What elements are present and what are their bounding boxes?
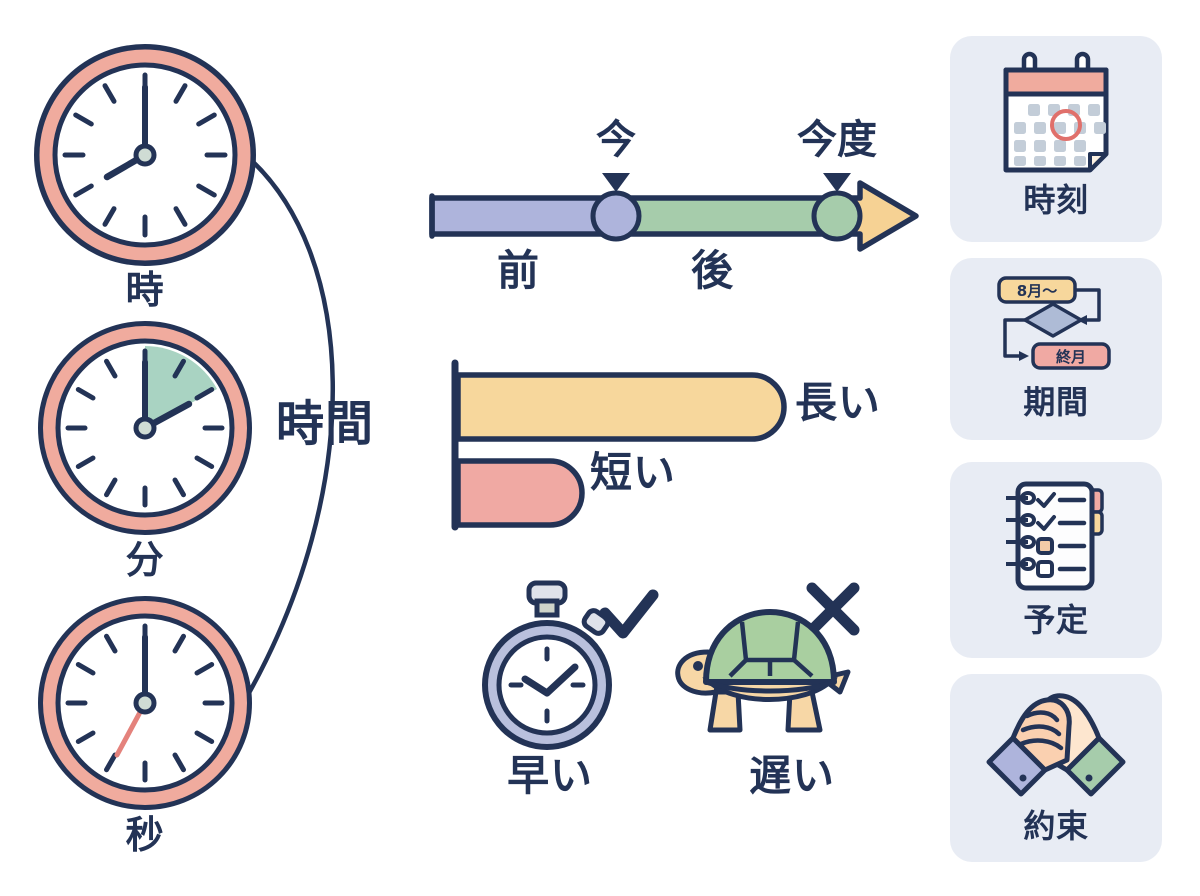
- jikan-section-label: 時間: [276, 396, 374, 452]
- turtle-shell-pattern: [728, 621, 814, 678]
- timeline-marker-next[interactable]: [811, 190, 863, 242]
- card-yakusoku[interactable]: 約束: [950, 674, 1162, 862]
- brace-curve: [239, 149, 335, 703]
- timeline-outline: [429, 180, 919, 252]
- clock-second-label: 秒: [126, 813, 165, 857]
- clock-hour-label: 時: [126, 268, 165, 312]
- bar-short: [455, 458, 585, 528]
- stopwatch-face: [496, 634, 598, 736]
- flowchart-arrow-into-end-icon: [1019, 351, 1029, 361]
- clock-center-pin: [133, 143, 157, 167]
- timeline-pointer-now-icon: [602, 173, 630, 192]
- timeline-label-before: 前: [497, 246, 539, 295]
- timeline-pointer-next-icon: [823, 173, 851, 192]
- timeline-label-next: 今度: [797, 117, 877, 163]
- clock-second: [38, 596, 252, 810]
- notebook-spiral-rings: [1006, 491, 1036, 571]
- checkbox-empty: [1036, 560, 1054, 578]
- bars-group: [451, 359, 787, 531]
- cross-mark-icon: [806, 582, 860, 636]
- elapsed-wedge: [145, 346, 217, 428]
- handshake-icon: [986, 693, 1126, 797]
- card-jikoku[interactable]: 時刻: [950, 36, 1162, 242]
- calendar-fold: [1088, 152, 1108, 172]
- check-mark-icon: [599, 589, 659, 639]
- calendar-icon: [1003, 51, 1109, 173]
- flowchart-icon: 8月〜 終月: [997, 276, 1111, 370]
- turtle-shell-rim: [705, 679, 835, 694]
- check-icon-1: [1036, 492, 1056, 508]
- timeline-segment-after: [622, 198, 830, 234]
- flowchart-connector-left: [1003, 318, 1025, 358]
- clock-hour: [34, 44, 256, 266]
- clocks-and-brace-group: 時: [34, 44, 335, 857]
- timeline-arrowhead: [860, 183, 916, 249]
- flowchart-end-box: [1031, 342, 1111, 370]
- flowchart-start-text: 8月〜: [1017, 282, 1057, 300]
- card-jikoku-label: 時刻: [1023, 181, 1089, 219]
- timeline-label-now: 今: [596, 117, 636, 163]
- timeline-group: 今 今度 前 後: [429, 117, 919, 295]
- timeline-marker-now[interactable]: [590, 190, 642, 242]
- timeline-segment-before: [432, 198, 622, 234]
- bar-long-label: 長い: [795, 378, 881, 427]
- card-kikan-label: 期間: [1023, 383, 1089, 421]
- handshake-right-cuff-button: [1085, 774, 1093, 782]
- card-kikan[interactable]: 8月〜 終月 期間: [950, 258, 1162, 440]
- handshake-left-cuff-button: [1019, 774, 1027, 782]
- bar-short-label: 短い: [590, 448, 676, 497]
- stopwatch-stem: [534, 598, 560, 618]
- calendar-header: [1003, 67, 1109, 97]
- bar-long: [455, 372, 787, 442]
- flowchart-end-text: 終月: [1056, 348, 1086, 366]
- card-yotei[interactable]: 予定: [950, 462, 1162, 658]
- stopwatch-icon: [482, 580, 659, 750]
- check-icon-2: [1036, 515, 1056, 531]
- clock-center-pin: [133, 416, 157, 440]
- speed-slow-label: 遅い: [749, 751, 835, 800]
- timeline-label-after: 後: [691, 246, 734, 295]
- calendar-marked-day-icon: [1050, 109, 1082, 141]
- clock-minute: [38, 321, 252, 535]
- clock-center-pin: [133, 691, 157, 715]
- turtle-eye: [693, 661, 703, 671]
- stopwatch-hands: [521, 663, 579, 697]
- checkbox-filled: [1036, 537, 1054, 555]
- card-yotei-label: 予定: [1023, 601, 1089, 639]
- flowchart-connector-right: [1075, 288, 1101, 322]
- checklist-notebook-icon: [1006, 481, 1104, 591]
- notebook-page: [1015, 481, 1095, 591]
- speed-fast-label: 早い: [507, 751, 593, 800]
- turtle-icon: [675, 582, 860, 733]
- card-yakusoku-label: 約束: [1023, 807, 1089, 845]
- handshake-fingers: [1018, 710, 1064, 751]
- clock-minute-label: 分: [126, 538, 165, 582]
- flowchart-decision-node: [1023, 302, 1083, 338]
